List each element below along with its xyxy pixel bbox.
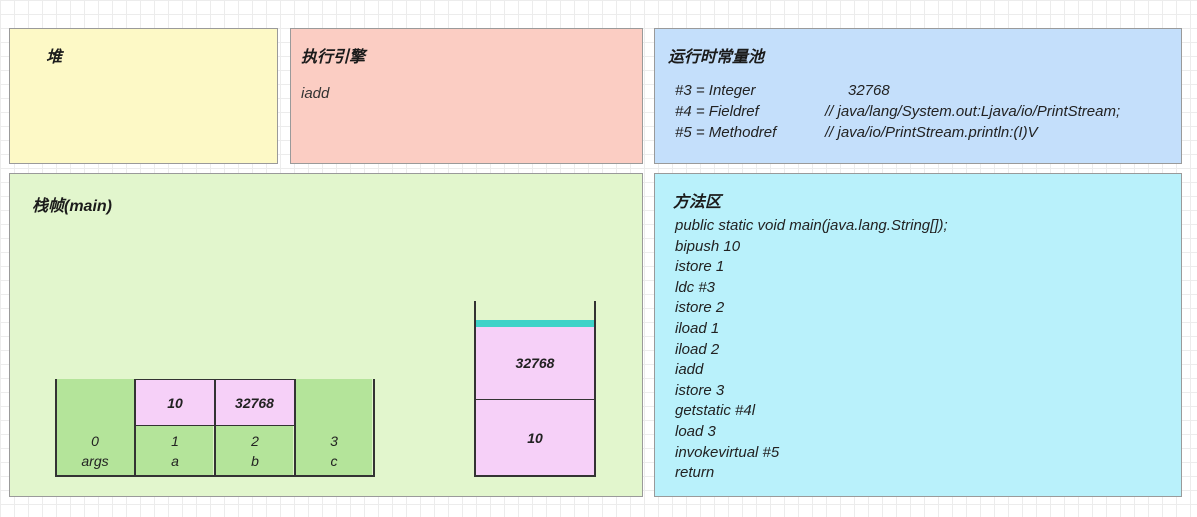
constant-pool-key: #3 = Integer [675,82,756,99]
bytecode-list: public static void main(java.lang.String… [675,216,948,484]
execution-engine-title: 执行引擎 [301,49,366,66]
local-var-value-b: 32768 [214,379,295,426]
slot-fill [135,425,213,475]
slot-fill [57,379,134,475]
local-var-name: a [171,453,179,469]
operand-stack-slot: 10 [476,400,594,475]
stack-top-marker [476,320,594,327]
local-variable-table: 10 32768 0 args 1 a 2 b 3 c [55,379,375,477]
constant-pool-title: 运行时常量池 [668,49,765,66]
constant-pool-key: #4 = Fieldref [675,103,759,120]
stack-wall-right [594,301,596,477]
operand-stack: 32768 10 [474,301,596,477]
bytecode-line: istore 3 [675,381,725,399]
slot-divider [214,379,216,477]
heap-title: 堆 [46,49,63,66]
slot-fill [295,379,372,475]
stack-wall-left [474,301,476,477]
local-var-value-a: 10 [135,379,215,426]
stack-frame-title: 栈帧(main) [32,198,113,215]
slot-divider [55,379,57,477]
stack-bottom [474,475,596,477]
bytecode-line: public static void main(java.lang.String… [675,217,948,234]
execution-engine-panel: 执行引擎 iadd [290,28,643,164]
heap-panel: 堆 [9,28,278,164]
local-var-index: 3 [330,433,338,449]
local-var-name: args [81,453,109,469]
slot-fill [215,425,293,475]
bytecode-line: iload 2 [675,340,720,358]
local-var-index: 1 [171,433,179,449]
constant-pool-value: // java/io/PrintStream.println:(I)V [825,124,1038,141]
bytecode-line: iload 1 [675,319,720,337]
constant-pool-value: // java/lang/System.out:Ljava/io/PrintSt… [825,103,1121,120]
method-area-title: 方法区 [673,194,722,211]
method-area-panel: 方法区 public static void main(java.lang.St… [654,173,1182,497]
bytecode-line: invokevirtual #5 [675,443,780,461]
stack-frame-panel: 栈帧(main) 10 32768 0 args 1 a 2 b 3 c 327… [9,173,643,497]
bytecode-line: load 3 [675,422,716,440]
bytecode-line: istore 2 [675,299,725,317]
current-instruction: iadd [301,85,330,102]
bytecode-line: istore 1 [675,258,725,276]
local-var-index: 0 [91,433,99,449]
operand-stack-slot: 32768 [476,327,594,400]
bytecode-line: return [675,464,715,482]
bytecode-line: ldc #3 [675,278,716,296]
bytecode-line: getstatic #4l [675,402,756,420]
slot-divider [134,379,136,477]
bytecode-line: iadd [675,361,704,379]
slot-divider [373,379,375,477]
bytecode-line: bipush 10 [675,237,741,255]
table-baseline [55,475,375,477]
constant-pool-value: 32768 [848,82,890,99]
local-var-name: b [251,453,259,469]
constant-pool-key: #5 = Methodref [675,124,777,141]
local-var-index: 2 [251,433,259,449]
slot-divider [294,379,296,477]
constant-pool-panel: 运行时常量池 #3 = Integer 32768 #4 = Fieldref … [654,28,1182,164]
local-var-name: c [330,453,338,469]
